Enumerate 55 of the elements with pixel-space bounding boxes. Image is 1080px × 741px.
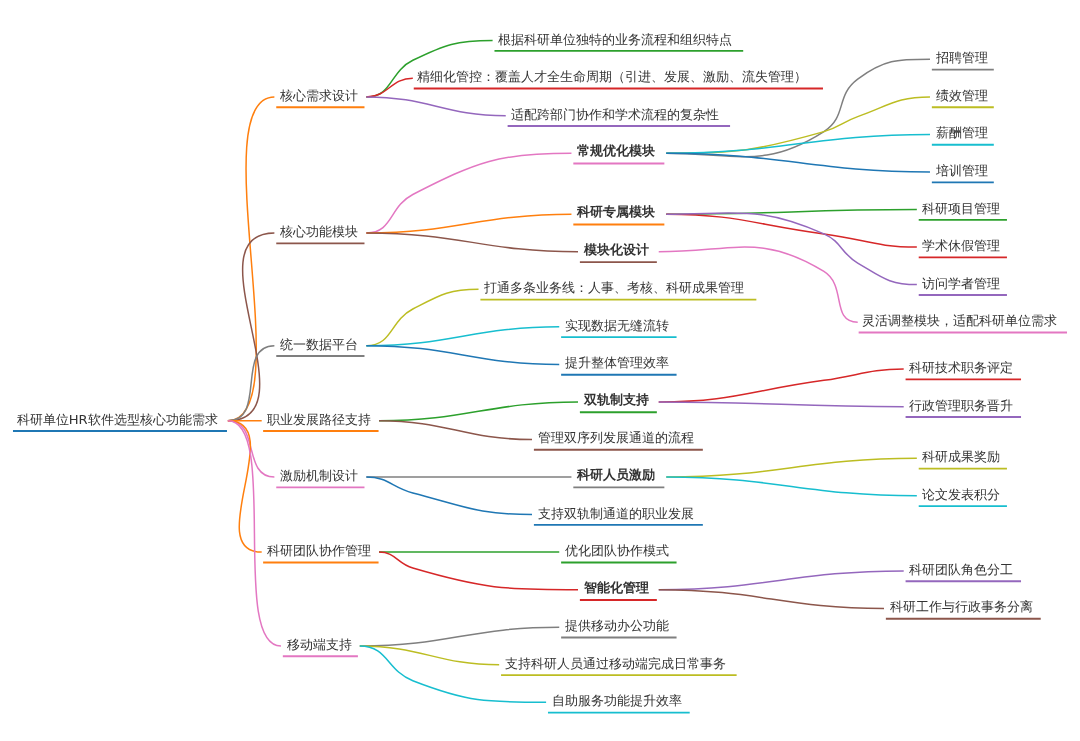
node-text: 核心功能模块 xyxy=(280,224,359,239)
node-text: 激励机制设计 xyxy=(280,468,359,484)
connector xyxy=(365,476,533,516)
node-text: 支持双轨制通道的职业发展 xyxy=(537,505,694,521)
node-text: 灵活调整模块，适配科研单位需求 xyxy=(862,313,1058,329)
node-text: 核心需求设计 xyxy=(280,87,359,103)
node-text: 学术休假管理 xyxy=(922,238,1001,254)
node-text: 根据科研单位独特的业务流程和组织特点 xyxy=(498,31,733,47)
connector xyxy=(665,152,931,173)
node-text: 模块化设计 xyxy=(583,241,649,257)
node-text: 科研工作与行政事务分离 xyxy=(889,599,1033,615)
node-text: 行政管理职务晋升 xyxy=(909,397,1014,413)
node-text: 智能化管理 xyxy=(583,579,649,595)
connector xyxy=(227,419,282,647)
connector xyxy=(658,401,905,408)
connector xyxy=(365,232,579,253)
connector xyxy=(665,476,918,497)
node-text: 移动端支持 xyxy=(286,636,352,652)
node-text: 招聘管理 xyxy=(935,50,988,66)
node-text: 科研单位HR软件选型核心功能需求 xyxy=(16,411,218,427)
node-text: 科研团队协作管理 xyxy=(266,543,371,559)
node-text: 访问学者管理 xyxy=(922,275,1001,291)
connector xyxy=(378,551,579,591)
connector xyxy=(378,419,533,441)
node-text: 科研项目管理 xyxy=(922,200,1001,216)
node-text: 科研团队角色分工 xyxy=(909,561,1014,577)
node-text: 支持科研人员通过移动端完成日常事务 xyxy=(504,655,726,671)
node-text: 论文发表积分 xyxy=(922,486,1001,502)
node-text: 提升整体管理效率 xyxy=(564,355,669,371)
node-text: 适配跨部门协作和学术流程的复杂性 xyxy=(511,106,720,122)
connector xyxy=(359,645,547,704)
node-text: 管理双序列发展通道的流程 xyxy=(537,430,694,446)
node-text: 科研技术职务评定 xyxy=(909,360,1014,376)
node-text: 提供移动办公功能 xyxy=(564,618,669,634)
node-text: 科研专属模块 xyxy=(577,204,656,220)
connector xyxy=(365,96,507,117)
node-text: 实现数据无缝流转 xyxy=(564,317,669,333)
connector xyxy=(665,212,918,286)
connector xyxy=(378,551,560,553)
node-text: 职业发展路径支持 xyxy=(266,411,371,427)
connector xyxy=(658,246,859,323)
node-text: 绩效管理 xyxy=(935,87,988,103)
connector xyxy=(658,588,885,610)
node-text: 自助服务功能提升效率 xyxy=(551,693,682,709)
node-text: 精细化管控：覆盖人才全生命周期（引进、发展、激励、流失管理） xyxy=(417,69,808,85)
node-text: 打通多条业务线：人事、考核、科研成果管理 xyxy=(484,280,745,296)
node-text: 薪酬管理 xyxy=(935,125,988,141)
node-text: 优化团队协作模式 xyxy=(564,543,669,559)
node-text: 科研人员激励 xyxy=(577,467,656,483)
connector xyxy=(365,344,560,366)
node-text: 双轨制支持 xyxy=(583,392,649,408)
node-text: 统一数据平台 xyxy=(280,336,359,352)
node-text: 常规优化模块 xyxy=(577,143,656,159)
node-text: 科研成果奖励 xyxy=(922,449,1001,465)
node-text: 培训管理 xyxy=(935,162,988,178)
